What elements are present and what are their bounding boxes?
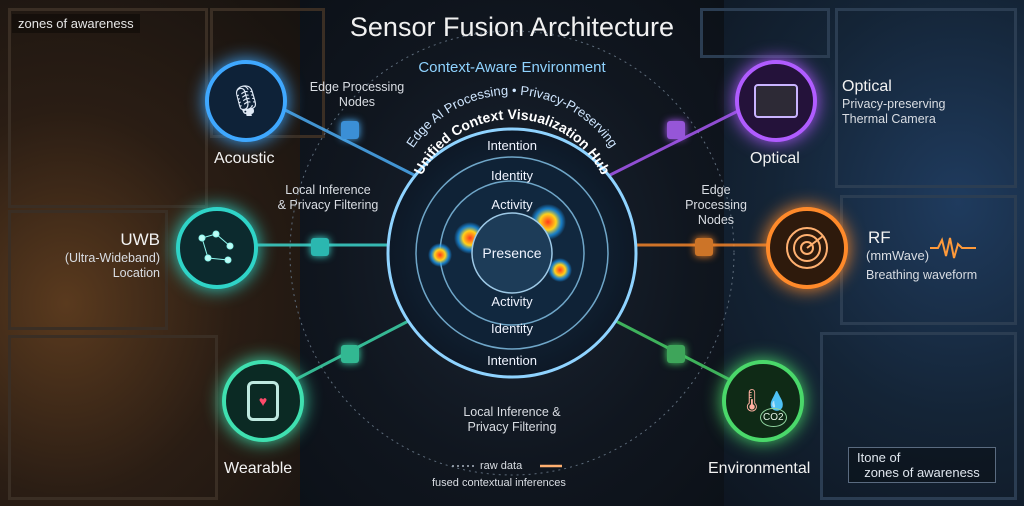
uwb-network-icon (198, 230, 234, 264)
ring-label-activity-top: Activity (491, 197, 533, 212)
co2-badge: CO2 (760, 408, 787, 427)
edge-chip-uwb (311, 238, 329, 256)
ring-label-identity-top: Identity (491, 168, 533, 183)
floorplan-room (835, 8, 1017, 188)
rf-sublabel: (mmWave) (866, 248, 930, 263)
edge-chip-environmental (667, 345, 685, 363)
optical-description: Privacy-preserving Thermal Camera (842, 97, 946, 127)
uwb-label: UWB (120, 230, 160, 249)
ring-label-intention-bottom: Intention (487, 353, 537, 368)
ring-label-presence: Presence (482, 245, 542, 261)
uwb-location: Location (112, 266, 160, 280)
rf-sensor (766, 207, 848, 289)
legend-raw-label: raw data (480, 460, 523, 472)
optical-flow-line (603, 108, 741, 180)
outer-dotted-ring (289, 30, 735, 476)
microphone-icon: 🎙 (226, 84, 266, 118)
ring-label-activity-bottom: Activity (491, 294, 533, 309)
floorplan-room (8, 335, 218, 500)
water-drop-icon: 💧 (765, 390, 789, 411)
edge-chip-wearable (341, 345, 359, 363)
ring-label-intention-top: Intention (487, 138, 537, 153)
uwb-sublabel-line: (Ultra-Wideband) (64, 251, 160, 265)
acoustic-label: Acoustic (214, 150, 275, 167)
wearable-sensor: ♥ (222, 360, 304, 442)
ring-label-identity-bottom: Identity (491, 321, 533, 336)
floorplan-room (820, 332, 1017, 500)
local-left-line2: & Privacy Filtering (277, 198, 379, 212)
page-subtitle: Context-Aware Environment (418, 59, 606, 76)
smartwatch-icon: ♥ (247, 381, 279, 421)
local-left-line1: Local Inference (285, 183, 371, 197)
wearable-label: Wearable (224, 460, 293, 477)
environmental-sensor: 🌡 💧 CO2 (722, 360, 804, 442)
page-title: Sensor Fusion Architecture (349, 12, 675, 42)
edge-chip-rf (695, 238, 713, 256)
heat-blob (428, 243, 452, 267)
edge-chip-optical (667, 121, 685, 139)
local-inference-bottom-label: Local Inference & Privacy Filtering (452, 405, 572, 435)
environmental-label: Environmental (708, 460, 811, 477)
rf-label: RF (868, 228, 891, 247)
edge-right-line1: Edge (701, 183, 731, 197)
uwb-sensor (176, 207, 258, 289)
edge-right-line3: Nodes (697, 213, 735, 227)
optical-desc-line2: Thermal Camera (842, 112, 936, 126)
uwb-sublabel: (Ultra-Wideband) Location (58, 251, 160, 281)
floorplan-room (210, 8, 325, 138)
zones-tag-bottom-right: Itone of zones of awareness (848, 447, 996, 483)
acoustic-sensor: 🎙 (205, 60, 287, 142)
edge-nodes-right-label: Edge Processing Nodes (680, 183, 752, 228)
heat-blob (548, 258, 572, 282)
optical-sensor (735, 60, 817, 142)
edge-nodes-left-label: Edge Processing Nodes (302, 80, 412, 110)
zones-tag-line1: Itone of (857, 450, 901, 465)
optical-label: Optical (750, 150, 800, 167)
edge-chip-acoustic (341, 121, 359, 139)
rf-description: Breathing waveform (866, 268, 978, 282)
radar-icon (786, 227, 828, 269)
thermometer-icon: 🌡 (737, 388, 766, 413)
edge-right-line2: Processing (685, 198, 747, 212)
local-bottom-line1: Local Inference & (463, 405, 561, 419)
floorplan-room (8, 210, 168, 330)
zones-tag-line2: zones of awareness (864, 465, 980, 480)
breathing-waveform-icon (930, 237, 976, 259)
optical-desc-line1: Privacy-preserving (842, 97, 946, 111)
optical-title: Optical (842, 78, 892, 95)
acoustic-flow-line (284, 108, 421, 180)
edge-left-line2: Nodes (338, 95, 376, 109)
edge-left-line1: Edge Processing (309, 80, 405, 94)
local-inference-left-label: Local Inference & Privacy Filtering (268, 183, 388, 213)
floorplan-room (700, 8, 830, 58)
local-bottom-line2: Privacy Filtering (467, 420, 557, 434)
hub-center-presence (471, 212, 553, 294)
zones-tag-top-left: zones of awareness (12, 14, 140, 33)
legend-fused-label: fused contextual inferences (432, 477, 566, 489)
thermal-camera-icon (754, 84, 798, 118)
